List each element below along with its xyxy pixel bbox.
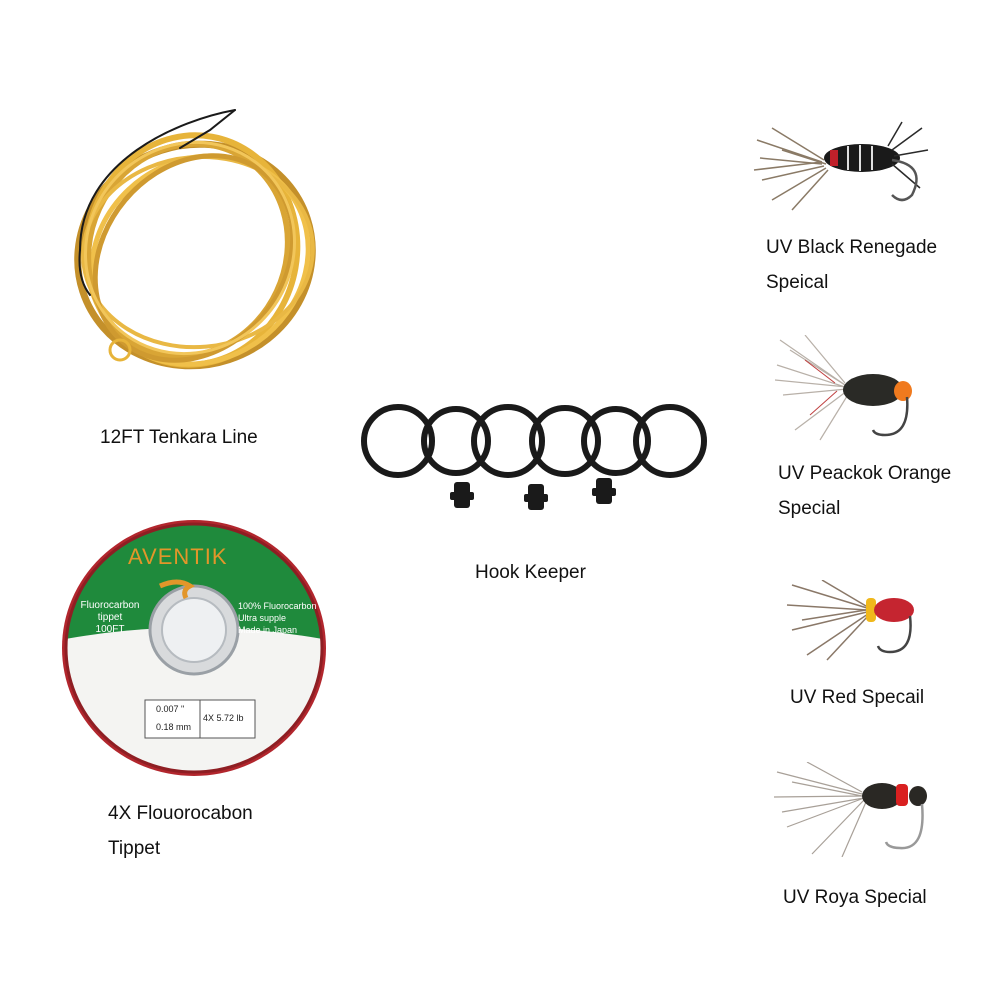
tippet-spool-image: AVENTIK Fluorocarbon tippet 100FT 100% F… [60,520,328,776]
tippet-left-label: Fluorocarbon tippet 100FT [80,600,140,635]
fly-red-special-caption: UV Red Specail [790,687,925,708]
tippet-spec-diameter-in: 0.007 " [156,704,185,714]
fly-peacock-orange-image [775,335,925,445]
tippet-brand-label: AVENTIK [128,544,228,569]
tippet-caption: 4X Flouorocabon Tippet [108,803,253,859]
tenkara-line-caption: 12FT Tenkara Line [100,427,258,448]
tenkara-line-image [60,100,335,380]
fly-black-renegade-caption: UV Black Renegade Speical [766,237,938,293]
tippet-spec-diameter-mm: 0.18 mm [156,722,192,732]
tippet-spec-strength: 4X 5.72 lb [203,713,244,723]
fly-roya-special-caption: UV Roya Special [783,887,927,908]
fly-red-special-image [782,580,922,665]
fly-roya-special-image [772,762,932,857]
fly-peacock-orange-caption: UV Peackok Orange Special [778,463,952,519]
tippet-right-label: 100% Fluorocarbon Ultra supple Made in J… [238,601,317,635]
fly-black-renegade-image [752,120,932,220]
hook-keeper-caption: Hook Keeper [475,562,586,583]
hook-keeper-image [358,398,714,523]
